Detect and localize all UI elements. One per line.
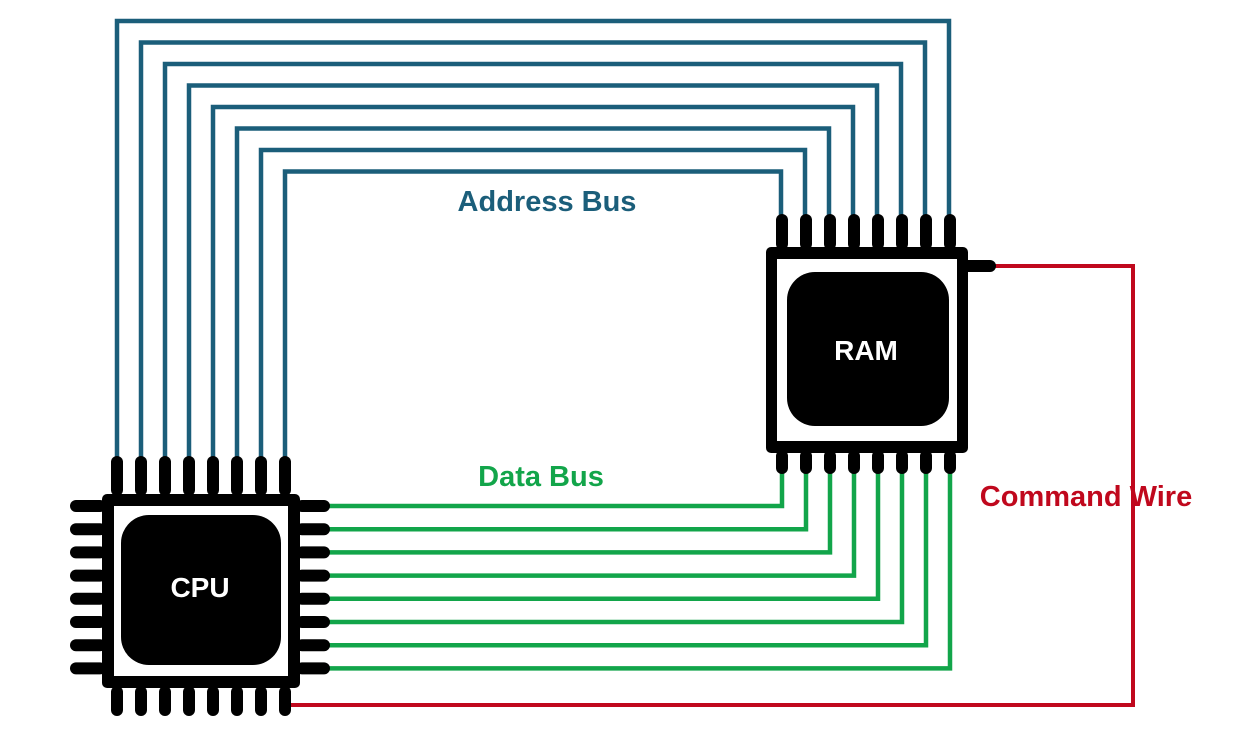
ram-pin-top-4: [848, 214, 860, 250]
cpu-pin-left-4: [70, 569, 106, 582]
cpu-pin-bottom-6: [231, 686, 243, 716]
data-bus-wires: [326, 470, 953, 671]
cpu-pin-top-1: [111, 456, 123, 496]
ram-pin-bottom-2: [800, 450, 812, 474]
address-bus-line-8: [282, 169, 784, 458]
ram-pin-bottom-6: [896, 450, 908, 474]
ram-pin-top-2: [800, 214, 812, 250]
ram-pin-top-1: [776, 214, 788, 250]
cpu-pin-bottom-5: [207, 686, 219, 716]
cpu-pin-bottom-1: [111, 686, 123, 716]
address-bus-label: Address Bus: [458, 186, 637, 218]
data-bus-line-7: [326, 470, 929, 648]
address-bus-line-6: [234, 126, 832, 458]
cpu-pin-left-2: [70, 523, 106, 536]
data-bus-line-2: [326, 470, 809, 532]
cpu-pin-right-3: [296, 546, 330, 559]
cpu-pin-right-5: [296, 592, 330, 605]
ram-pin-top-7: [920, 214, 932, 250]
data-bus-line-6: [326, 470, 905, 625]
cpu-pins: [70, 456, 330, 716]
cpu-pin-top-8: [279, 456, 291, 496]
ram-chip: RAM: [766, 214, 996, 474]
ram-pin-bottom-3: [824, 450, 836, 474]
cpu-pin-right-4: [296, 569, 330, 582]
data-bus-label: Data Bus: [478, 461, 604, 493]
cpu-pin-left-8: [70, 662, 106, 675]
cpu-pin-top-5: [207, 456, 219, 496]
ram-pin-bottom-4: [848, 450, 860, 474]
command-wire-label: Command Wire: [980, 481, 1192, 513]
cpu-pin-left-1: [70, 500, 106, 512]
cpu-pin-top-7: [255, 456, 267, 496]
cpu-pin-top-3: [159, 456, 171, 496]
data-bus-line-3: [326, 470, 833, 555]
cpu-pin-left-6: [70, 616, 106, 628]
cpu-pin-right-1: [296, 500, 330, 512]
cpu-die: [121, 515, 281, 665]
address-bus-line-1: [114, 18, 952, 458]
ram-pin-bottom-5: [872, 450, 884, 474]
cpu-pin-top-6: [231, 456, 243, 496]
ram-pin-command: [960, 260, 996, 272]
cpu-pin-bottom-8: [279, 686, 291, 716]
cpu-pin-right-2: [296, 523, 330, 536]
cpu-chip: CPU: [70, 456, 330, 716]
ram-die: [787, 272, 949, 426]
cpu-pin-top-4: [183, 456, 195, 496]
ram-pin-top-6: [896, 214, 908, 250]
address-bus-line-7: [258, 147, 808, 458]
ram-label: RAM: [834, 335, 898, 366]
cpu-pin-bottom-4: [183, 686, 195, 716]
address-bus-line-3: [162, 61, 904, 458]
data-bus-line-4: [326, 470, 857, 578]
data-bus-line-8: [326, 470, 953, 671]
ram-pin-bottom-7: [920, 450, 932, 474]
cpu-pin-top-2: [135, 456, 147, 496]
address-bus-line-4: [186, 83, 880, 458]
ram-pin-top-5: [872, 214, 884, 250]
address-bus-wires: [114, 18, 952, 458]
data-bus-line-5: [326, 470, 881, 602]
cpu-pin-right-6: [296, 616, 330, 628]
address-bus-line-5: [210, 104, 856, 458]
data-bus-line-1: [326, 470, 785, 509]
ram-pins: [776, 214, 956, 474]
cpu-pin-left-7: [70, 639, 106, 652]
cpu-pin-left-3: [70, 546, 106, 559]
address-bus-line-2: [138, 40, 928, 458]
cpu-pin-right-7: [296, 639, 330, 652]
cpu-label: CPU: [170, 572, 229, 603]
command-wire: [286, 264, 1135, 707]
ram-pin-bottom-1: [776, 450, 788, 474]
ram-pin-top-8: [944, 214, 956, 250]
cpu-pin-bottom-2: [135, 686, 147, 716]
cpu-pin-right-8: [296, 662, 330, 675]
cpu-pin-left-5: [70, 592, 106, 605]
ram-pin-bottom-8: [944, 450, 956, 474]
cpu-pin-bottom-3: [159, 686, 171, 716]
cpu-pin-bottom-7: [255, 686, 267, 716]
ram-pin-top-3: [824, 214, 836, 250]
